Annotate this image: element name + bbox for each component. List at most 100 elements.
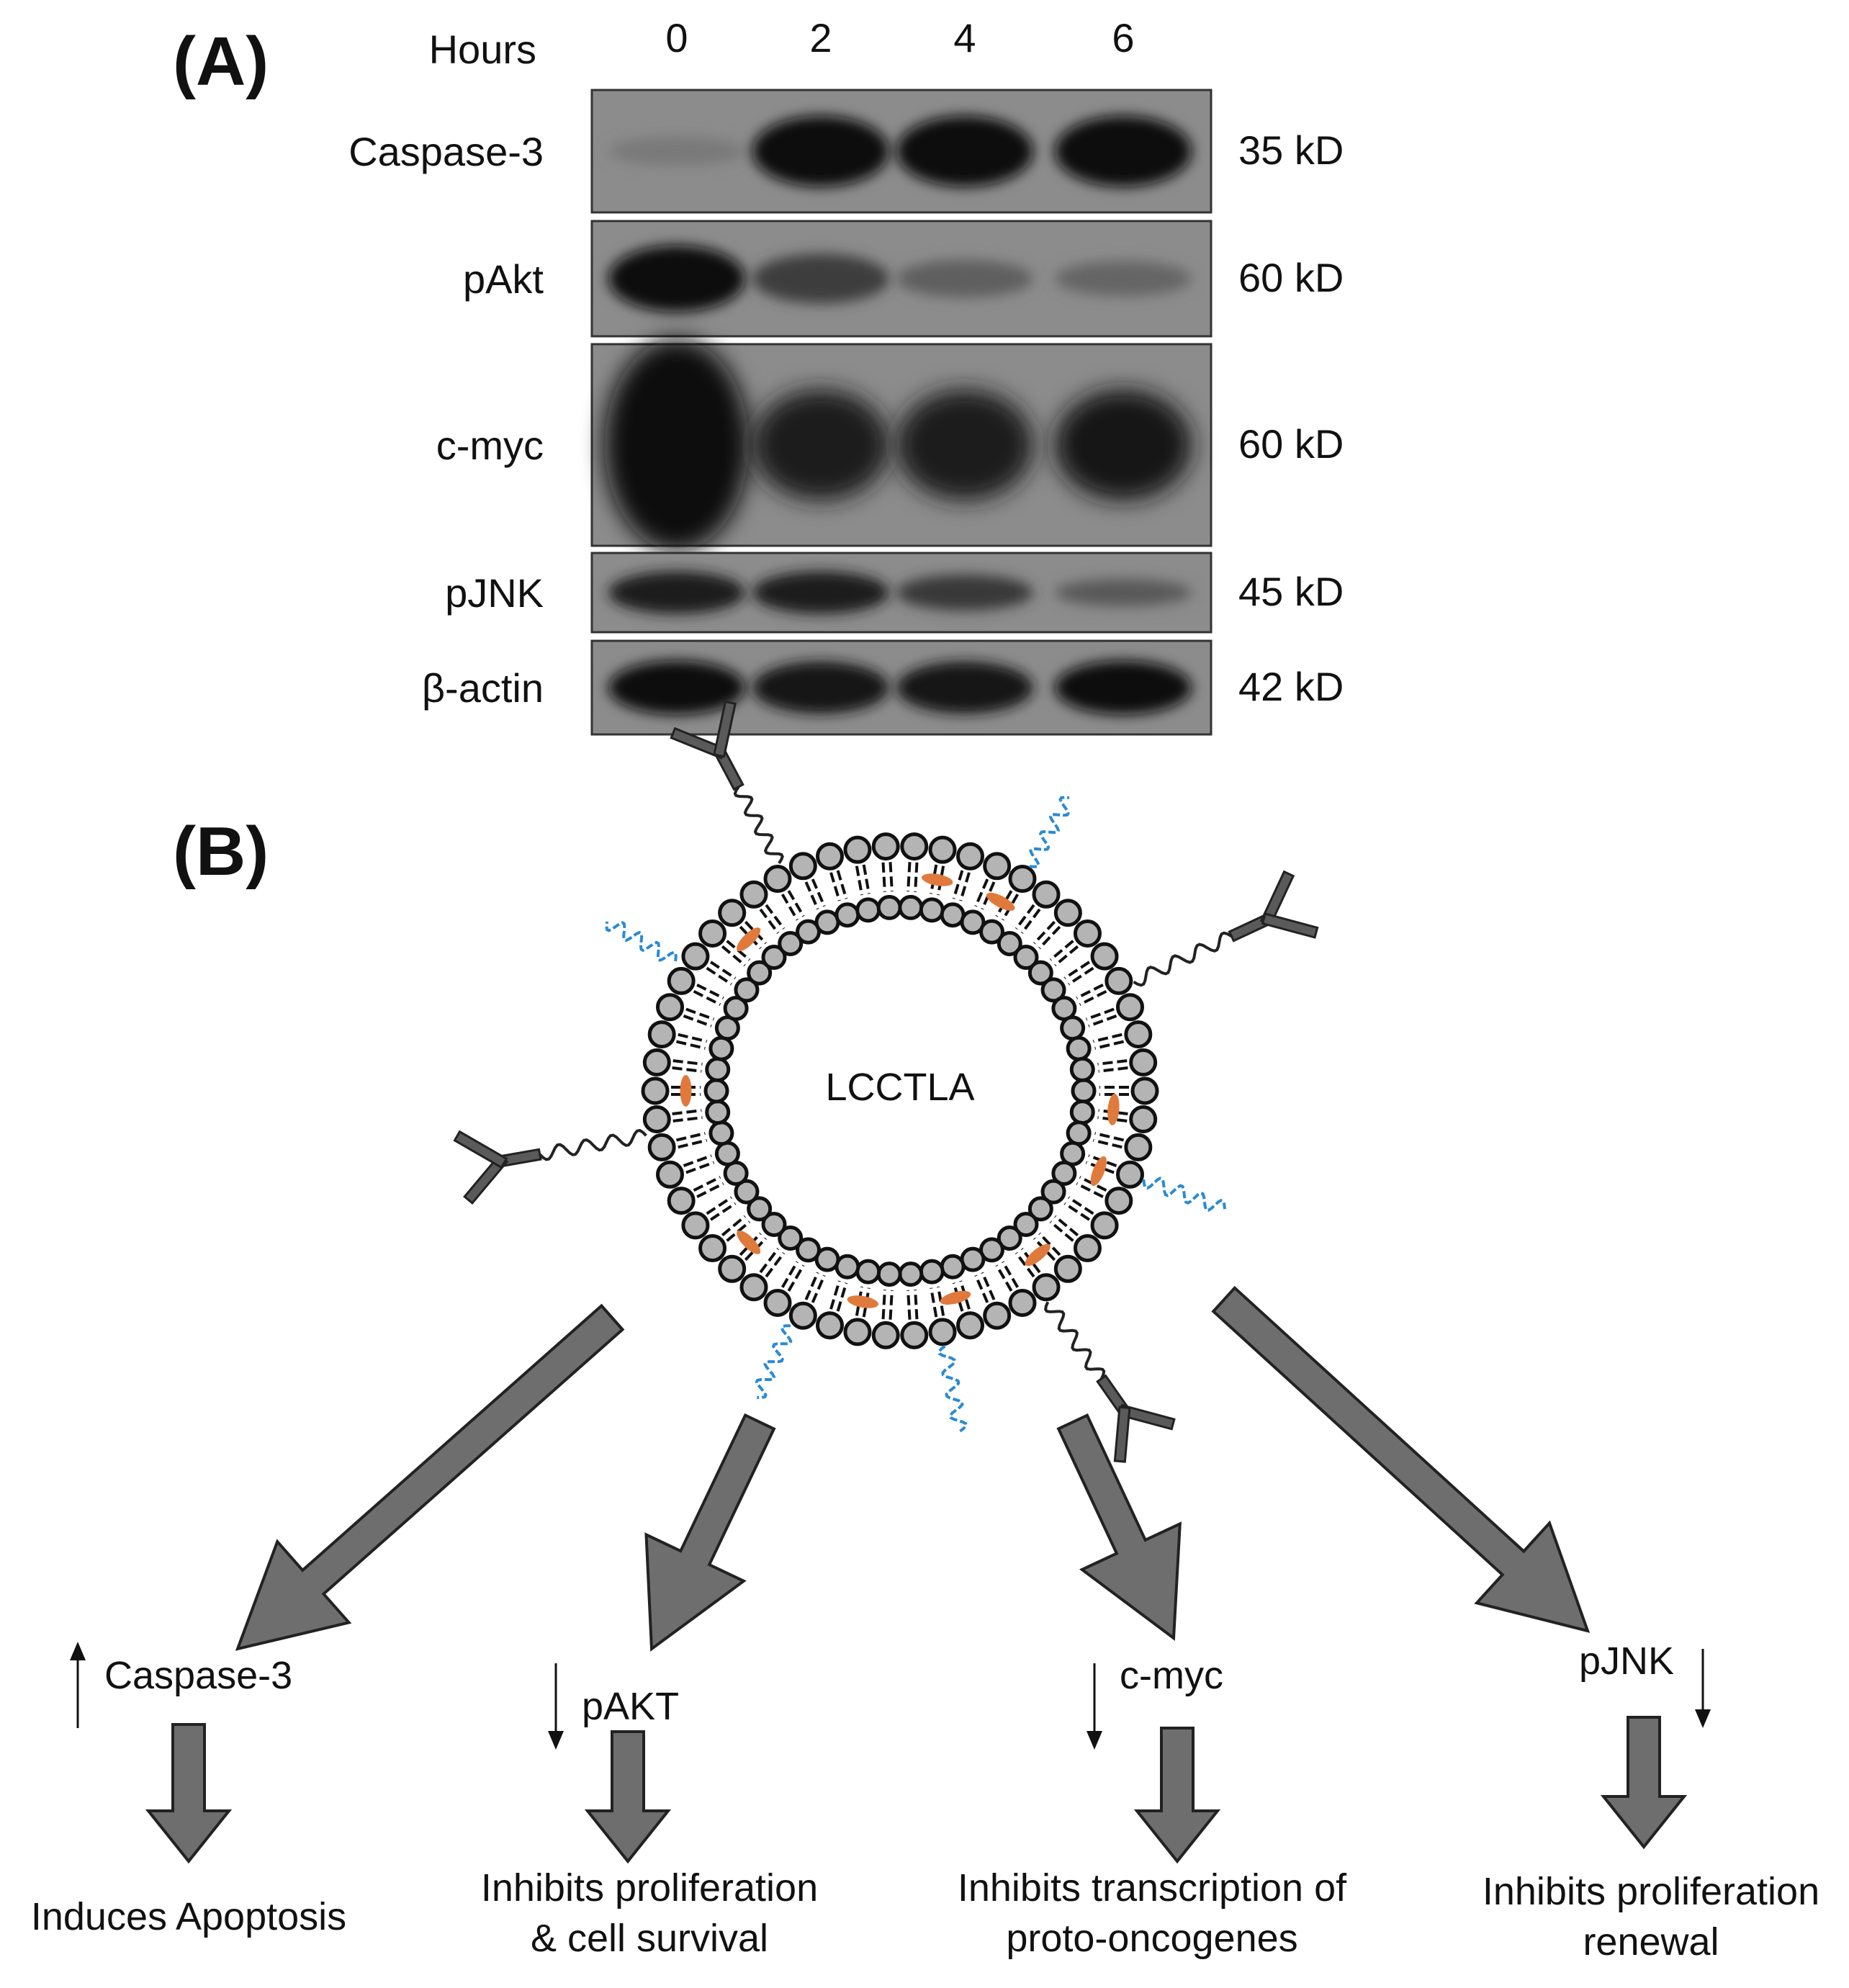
lipid-tail	[683, 1015, 712, 1027]
blot-band	[608, 571, 745, 614]
lipid-tail	[1033, 920, 1056, 945]
lipid-head-inner	[814, 1246, 840, 1272]
blot-band	[896, 259, 1033, 298]
outcome-marker-label: c-myc	[1120, 1654, 1223, 1697]
lipid-head-inner	[997, 930, 1022, 956]
lipid-tail	[1092, 1033, 1123, 1043]
lipid-head-outer	[656, 1160, 685, 1189]
lipid-tail	[721, 945, 746, 967]
lipid-tail	[804, 881, 819, 910]
blot-band	[608, 245, 745, 312]
blot-band	[752, 253, 889, 304]
protein-label: pJNK	[445, 570, 544, 616]
blot-band	[752, 390, 889, 500]
outcome-effect-text: proto-oncogenes	[1006, 1917, 1297, 1960]
lipid-head-outer	[739, 880, 768, 909]
lipid-head-inner	[1013, 1211, 1039, 1237]
lipid-head-inner	[796, 1237, 821, 1263]
lipid-head-inner	[714, 1141, 740, 1166]
lipid-tail	[829, 872, 841, 901]
molecular-weight-label: 45 kD	[1238, 569, 1344, 614]
lipid-head-outer	[763, 1288, 792, 1317]
protein-label: pAkt	[463, 256, 544, 302]
lipid-head-outer	[815, 1311, 844, 1340]
lipid-tail	[675, 1040, 706, 1050]
lipid-tail	[1020, 908, 1041, 934]
lipid-tail	[1094, 1040, 1125, 1050]
lipid-head-outer	[739, 1273, 768, 1302]
lipid-tail	[974, 1274, 989, 1303]
lipid-head-outer	[956, 1311, 985, 1340]
down-arrow-apoptosis	[145, 1723, 233, 1864]
lipid-tail	[709, 1202, 737, 1221]
lipid-tail	[685, 1007, 715, 1021]
outcome-effect-text: Inhibits proliferation	[481, 1866, 818, 1910]
lipid-tail	[811, 1274, 826, 1303]
lipid-head-outer	[1008, 865, 1037, 894]
down-arrowhead-icon	[548, 1731, 564, 1750]
blot-band	[1055, 390, 1192, 500]
lipid-tail	[696, 1182, 724, 1198]
lipid-head-inner	[761, 1211, 787, 1237]
lipid-tail	[1068, 966, 1094, 986]
lipid-tail	[1063, 1202, 1091, 1221]
down-arrowhead-icon	[1087, 1731, 1102, 1750]
lipid-tail	[906, 862, 912, 892]
lipid-head-inner	[1040, 977, 1066, 1003]
lipid-head-inner	[703, 1078, 729, 1104]
lipid-head-inner	[898, 1261, 924, 1287]
lipid-head-inner	[898, 894, 924, 920]
lipid-head-outer	[642, 1048, 671, 1077]
lipid-head-outer	[1124, 1133, 1153, 1161]
lipid-head-outer	[788, 1301, 817, 1330]
outcome-effect-text: & cell survival	[531, 1917, 768, 1960]
lipid-head-outer	[763, 865, 792, 894]
lipid-head-outer	[681, 1211, 710, 1240]
lipid-tail	[959, 872, 971, 901]
lipid-head-outer	[1124, 1020, 1153, 1049]
blot-band	[605, 339, 749, 551]
lipid-tail	[1076, 1182, 1104, 1198]
blot-band	[752, 661, 889, 714]
lipid-tail	[787, 890, 805, 917]
lipid-tail	[888, 862, 894, 892]
antibody-linker	[733, 786, 784, 864]
molecular-weight-label: 42 kD	[1238, 664, 1344, 709]
lipid-head-inner	[979, 1237, 1004, 1263]
peptide-chain	[937, 1344, 968, 1433]
lipid-head-outer	[1105, 966, 1133, 995]
lipid-tail	[696, 984, 724, 1000]
protein-label: c-myc	[436, 423, 544, 468]
lipid-tail	[1097, 1059, 1128, 1066]
lipid-head-outer	[718, 1254, 747, 1283]
lipid-tail	[1098, 1066, 1128, 1073]
blot-band	[1055, 115, 1192, 187]
blot-band	[896, 661, 1033, 714]
down-arrow-pjnk	[1600, 1716, 1688, 1850]
lipid-tail	[765, 904, 786, 930]
lipid-tail	[683, 1154, 712, 1167]
lipid-head-outer	[1130, 1076, 1159, 1105]
lipid-head-outer	[900, 1321, 929, 1349]
lipid-head-outer	[642, 1105, 671, 1133]
molecular-weight-label: 60 kD	[1238, 421, 1344, 467]
antibody-icon	[1096, 1374, 1176, 1463]
lipid-tail	[1038, 1232, 1061, 1256]
time-point-label: 0	[665, 15, 688, 60]
lipid-head-outer	[983, 852, 1012, 881]
lipid-head-outer	[1008, 1288, 1037, 1317]
outcome-marker-label: pAKT	[582, 1685, 679, 1728]
time-point-label: 4	[953, 15, 976, 60]
lipid-tail	[693, 989, 721, 1006]
arrow-to-caspase3	[235, 1303, 625, 1651]
cholesterol	[680, 1075, 692, 1107]
lipid-head-outer	[1090, 1211, 1119, 1240]
blot-band	[608, 136, 745, 166]
blot-band	[752, 571, 889, 614]
lipid-tail	[685, 1161, 715, 1174]
antibody-linker	[1043, 1301, 1106, 1380]
lipid-head-inner	[1027, 960, 1053, 986]
lipid-tail	[765, 1251, 786, 1278]
lipid-head-inner	[876, 1261, 902, 1287]
